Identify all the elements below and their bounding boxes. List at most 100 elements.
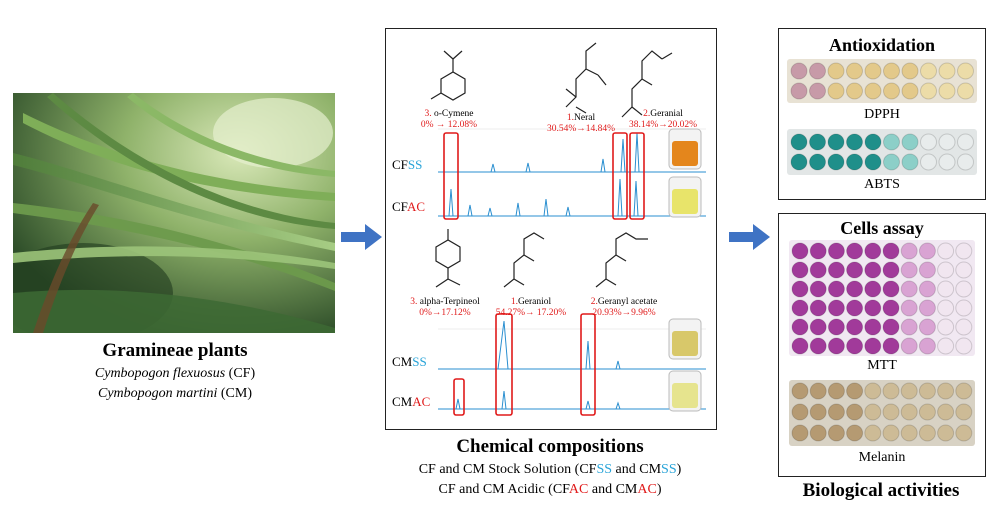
abts-label: ABTS xyxy=(864,177,900,192)
o-cymene-structure xyxy=(430,50,466,101)
plate-well xyxy=(882,318,900,336)
plate-well xyxy=(827,337,845,355)
plate-well xyxy=(791,299,809,317)
vial-pale-yellow xyxy=(668,318,702,360)
plate-well xyxy=(809,153,826,171)
plate-well xyxy=(846,153,863,171)
plate-well xyxy=(846,261,864,279)
plate-well xyxy=(937,242,955,260)
plate-well xyxy=(900,242,918,260)
plate-well xyxy=(900,337,918,355)
plate-well xyxy=(827,261,845,279)
plate-well xyxy=(901,62,919,80)
trace-label-cfss: CFSS xyxy=(392,157,423,172)
plate-well xyxy=(864,382,882,400)
plate-well xyxy=(937,403,955,421)
cf-species-name: Cymbopogon flexuosus xyxy=(94,366,226,381)
arrow-right-icon xyxy=(341,224,382,250)
plate-well xyxy=(882,242,900,260)
plate-well xyxy=(937,337,955,355)
alpha-terpineol-structure xyxy=(435,229,461,288)
plate-well xyxy=(809,318,827,336)
plate-well xyxy=(846,299,864,317)
plate-well xyxy=(791,382,809,400)
plate-well xyxy=(864,62,882,80)
plate-well xyxy=(883,82,900,100)
trace-label-cfac: CFAC xyxy=(392,199,425,214)
biological-activities-title: Biological activities xyxy=(802,480,960,501)
plate-well xyxy=(937,280,955,298)
plate-well xyxy=(900,403,918,421)
lemongrass-photo xyxy=(13,93,335,333)
cm-abbr: (CM) xyxy=(220,386,252,401)
plate-well xyxy=(846,424,864,442)
plate-well xyxy=(900,261,918,279)
plate-well xyxy=(918,280,936,298)
plate-well xyxy=(955,318,973,336)
plate-well xyxy=(900,318,918,336)
plant-cf-line: Cymbopogon flexuosus (CF) xyxy=(5,366,345,382)
plate-well xyxy=(827,382,845,400)
plate-well xyxy=(827,133,845,151)
vial-orange xyxy=(668,128,702,170)
chemical-caption-line1: CF and CM Stock Solution (CFSS and CMSS) xyxy=(418,462,682,477)
chromatogram-bottom xyxy=(438,313,706,416)
plate-well xyxy=(882,424,900,442)
plate-well xyxy=(846,133,863,151)
plate-well xyxy=(918,261,936,279)
geranial-structure xyxy=(621,50,673,118)
plate-well xyxy=(791,403,809,421)
geranyl-acetate-structure xyxy=(595,232,648,288)
plate-well xyxy=(937,261,955,279)
plate-well xyxy=(883,133,900,151)
plate-well xyxy=(901,133,919,151)
chromatogram-figure xyxy=(430,42,706,416)
compound-label-alpha-terpineol: 3. alpha-Terpineol 0%→17.12% xyxy=(410,297,480,318)
plate-well xyxy=(827,280,845,298)
plate-well xyxy=(882,403,900,421)
plate-well xyxy=(827,299,845,317)
plate-well xyxy=(938,153,956,171)
dpph-label: DPPH xyxy=(864,107,900,122)
plate-well xyxy=(809,424,827,442)
plate-well xyxy=(809,280,827,298)
plate-well xyxy=(809,382,827,400)
plate-well xyxy=(791,337,809,355)
plate-well xyxy=(955,261,973,279)
dpph-plate-image xyxy=(787,59,977,103)
plate-well xyxy=(809,62,826,80)
grass-illustration xyxy=(13,93,335,333)
plants-title: Gramineae plants xyxy=(102,340,248,361)
trace-label-cmss: CMSS xyxy=(392,354,427,369)
plate-well xyxy=(864,82,882,100)
plate-well xyxy=(900,280,918,298)
plate-well xyxy=(809,133,826,151)
plate-well xyxy=(846,82,863,100)
plate-well xyxy=(864,280,882,298)
plate-well xyxy=(957,133,974,151)
melanin-plate-image xyxy=(789,380,975,446)
plate-well xyxy=(920,153,937,171)
plate-well xyxy=(957,153,974,171)
plate-well xyxy=(809,242,827,260)
plate-well xyxy=(827,318,845,336)
plate-well xyxy=(864,318,882,336)
chromatogram-top xyxy=(438,128,706,220)
plate-well xyxy=(864,261,882,279)
plate-well xyxy=(882,337,900,355)
neral-structure xyxy=(565,42,607,114)
plate-well xyxy=(791,318,809,336)
plate-well xyxy=(791,424,809,442)
arrow-right-icon xyxy=(729,224,770,250)
plate-well xyxy=(955,242,973,260)
plate-well xyxy=(790,62,808,80)
plate-well xyxy=(901,82,919,100)
plate-well xyxy=(846,403,864,421)
plate-well xyxy=(827,153,845,171)
plate-well xyxy=(937,318,955,336)
plate-well xyxy=(809,82,826,100)
plate-well xyxy=(883,153,900,171)
plate-well xyxy=(827,82,845,100)
plate-well xyxy=(864,299,882,317)
plate-well xyxy=(846,382,864,400)
